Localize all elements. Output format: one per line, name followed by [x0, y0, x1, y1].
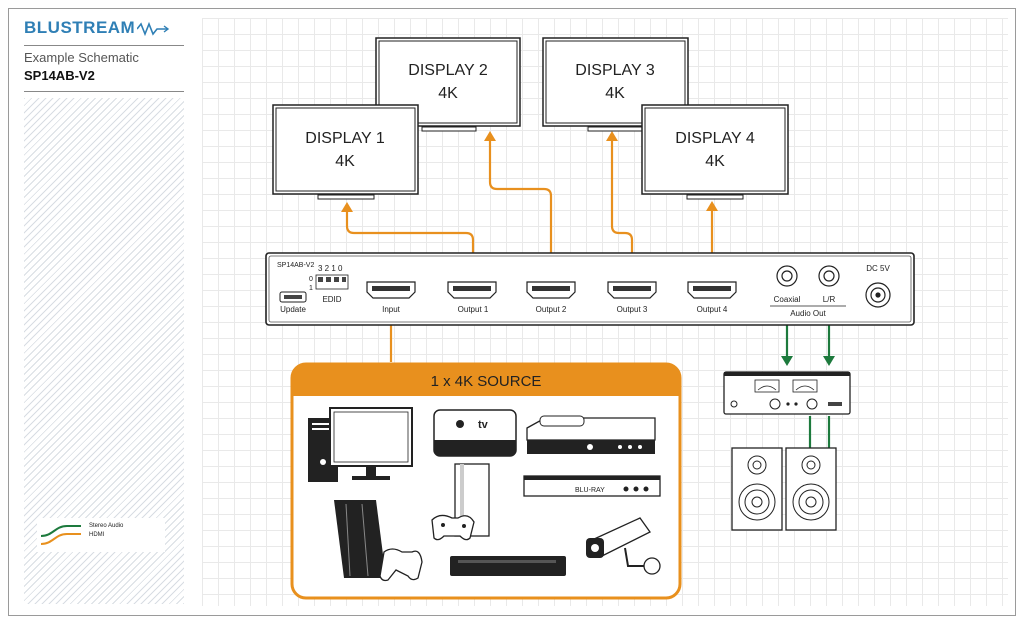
- arrow-up-icon: [706, 201, 718, 211]
- legend-hdmi: HDMI: [89, 532, 105, 538]
- display-4: DISPLAY 4 4K: [641, 104, 789, 200]
- output-3-label: Output 3: [617, 305, 648, 314]
- coaxial-label: Coaxial: [774, 295, 801, 304]
- speaker-right: [785, 447, 837, 531]
- update-label: Update: [280, 305, 306, 314]
- splitter-device: SP14AB-V2 3 2 1 0 0 1 EDID Update: [265, 252, 915, 326]
- display-1-name: DISPLAY 1: [305, 130, 385, 147]
- legend-lines-icon: [40, 525, 81, 545]
- edid-label: EDID: [322, 295, 341, 304]
- pc-icon: [308, 407, 413, 482]
- display-3-name: DISPLAY 3: [575, 62, 655, 79]
- header-divider: [24, 45, 184, 46]
- audio-out-label: Audio Out: [790, 309, 826, 318]
- source-title: 1 x 4K SOURCE: [431, 373, 542, 390]
- apple-tv-icon: tv: [433, 409, 517, 457]
- legend-stereo-audio: Stereo Audio: [89, 523, 124, 529]
- display-2-name: DISPLAY 2: [408, 62, 488, 79]
- playstation-icon: [334, 500, 423, 582]
- display-1: DISPLAY 1 4K: [272, 104, 419, 200]
- header-divider-bottom: [24, 91, 184, 92]
- model-title: SP14AB-V2: [24, 68, 95, 83]
- dip-off-label: 0: [309, 276, 313, 283]
- legend: Stereo Audio HDMI: [37, 518, 165, 552]
- set-top-box-icon: [526, 415, 656, 454]
- display-3-res: 4K: [605, 85, 625, 102]
- arrow-down-icon: [823, 356, 835, 366]
- arrow-up-icon: [606, 131, 618, 141]
- hdmi-line-output2: [488, 136, 553, 282]
- dip-numbers: 3 2 1 0: [318, 264, 343, 273]
- brand-name: BLUSTREAM: [24, 18, 136, 37]
- cctv-camera-icon: [586, 517, 661, 575]
- dc-label: DC 5V: [866, 264, 890, 273]
- edid-dip-switch: [315, 274, 349, 290]
- lr-label: L/R: [823, 295, 836, 304]
- soundbar-icon: [450, 556, 566, 576]
- display-4-res: 4K: [705, 153, 725, 170]
- dip-on-label: 1: [309, 285, 313, 292]
- audio-arrowheads: [781, 356, 835, 366]
- hdmi-line-output3: [610, 136, 634, 282]
- hdmi-lines: [345, 136, 714, 362]
- xbox-icon: [431, 463, 490, 541]
- amplifier: [723, 371, 851, 415]
- speaker-left: [731, 447, 783, 531]
- apple-tv-label: tv: [478, 419, 489, 431]
- audio-jacks: [776, 265, 840, 287]
- usb-update-port: [279, 291, 307, 303]
- hdmi-line-output1: [345, 207, 475, 282]
- display-1-res: 4K: [335, 153, 355, 170]
- display-4-name: DISPLAY 4: [675, 130, 755, 147]
- wave-icon: [137, 21, 170, 36]
- bluray-player-icon: BLU-RAY: [523, 475, 661, 497]
- arrow-up-icon: [484, 131, 496, 141]
- brand-logo: BLUSTREAM: [24, 18, 171, 38]
- schematic-subtitle: Example Schematic: [24, 50, 139, 65]
- dc-power-jack: [865, 282, 891, 308]
- hdmi-port-inners: [372, 286, 731, 291]
- arrow-down-icon: [781, 356, 793, 366]
- output-4-label: Output 4: [697, 305, 728, 314]
- display-2-res: 4K: [438, 85, 458, 102]
- arrow-up-icon: [341, 202, 353, 212]
- schematic-frame: [8, 8, 1016, 616]
- device-model-label: SP14AB-V2: [277, 262, 314, 269]
- output-1-label: Output 1: [458, 305, 489, 314]
- input-label: Input: [382, 305, 401, 314]
- output-2-label: Output 2: [536, 305, 567, 314]
- bluray-label: BLU-RAY: [575, 487, 605, 494]
